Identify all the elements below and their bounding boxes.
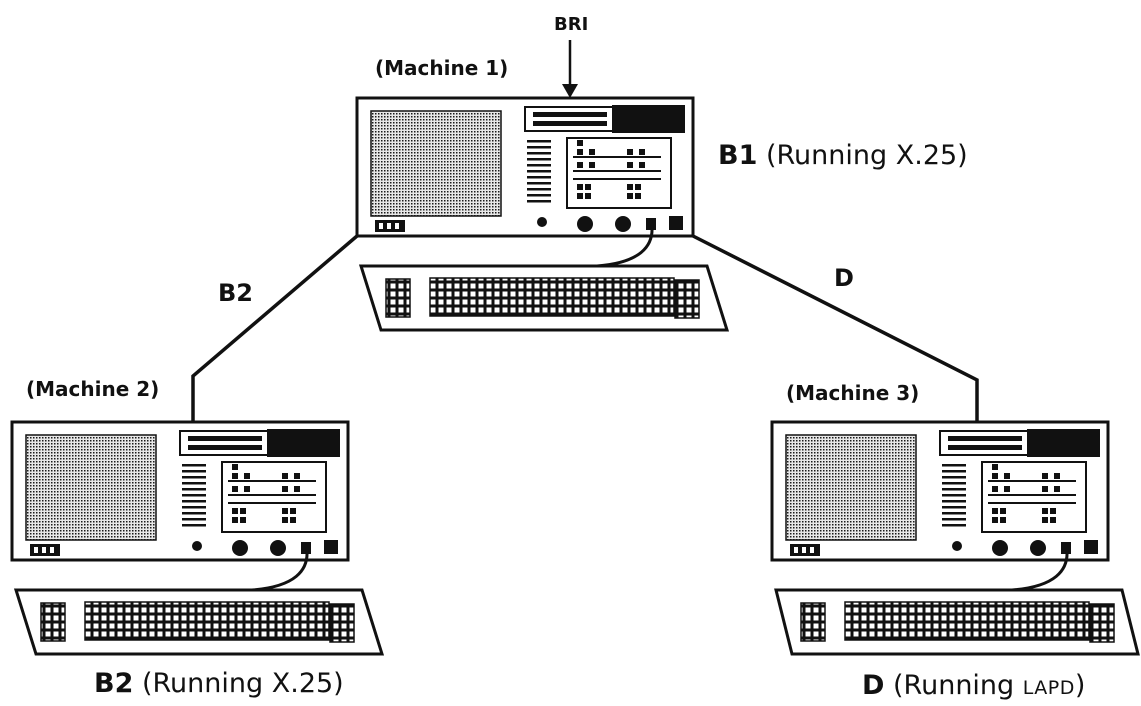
machine-1-channel: B1: [718, 140, 758, 171]
b2-link-label: B2: [218, 279, 253, 307]
machine-3-protocol: LAPD: [1022, 677, 1075, 699]
b2-link-line: [191, 234, 359, 422]
machine-1-tag: (Machine 1): [375, 56, 509, 80]
machine-3-close-paren: ): [1074, 670, 1086, 701]
monitor-unit: [10, 420, 350, 592]
monitor-unit: [770, 420, 1110, 592]
machine-1-status-prefix: (Running: [765, 140, 888, 171]
machine-3-caption: D (Running LAPD): [862, 670, 1085, 701]
machine-2-channel: B2: [94, 668, 134, 699]
keyboard: [13, 588, 385, 656]
machine-2-tag: (Machine 2): [26, 377, 160, 401]
machine-3-channel: D: [862, 670, 885, 701]
machine-2-caption: B2 (Running X.25): [94, 668, 344, 699]
d-link-label: D: [834, 264, 854, 292]
bri-label: BRI: [554, 14, 589, 35]
machine-1-protocol: X.25): [895, 140, 968, 171]
machine-3-tag: (Machine 3): [786, 381, 920, 405]
machine-2-status-prefix: (Running: [141, 668, 264, 699]
machine-3-computer: [770, 420, 1140, 656]
bri-arrow: [562, 40, 578, 98]
machine-2-protocol: X.25): [271, 668, 344, 699]
keyboard: [774, 588, 1140, 656]
monitor-unit: [355, 96, 695, 268]
machine-1-computer: [355, 96, 730, 332]
d-link-line: [692, 234, 979, 422]
keyboard: [358, 264, 730, 332]
machine-1-caption: B1 (Running X.25): [718, 140, 968, 171]
machine-3-status-prefix: (Running: [893, 670, 1015, 701]
machine-2-computer: [10, 420, 385, 656]
